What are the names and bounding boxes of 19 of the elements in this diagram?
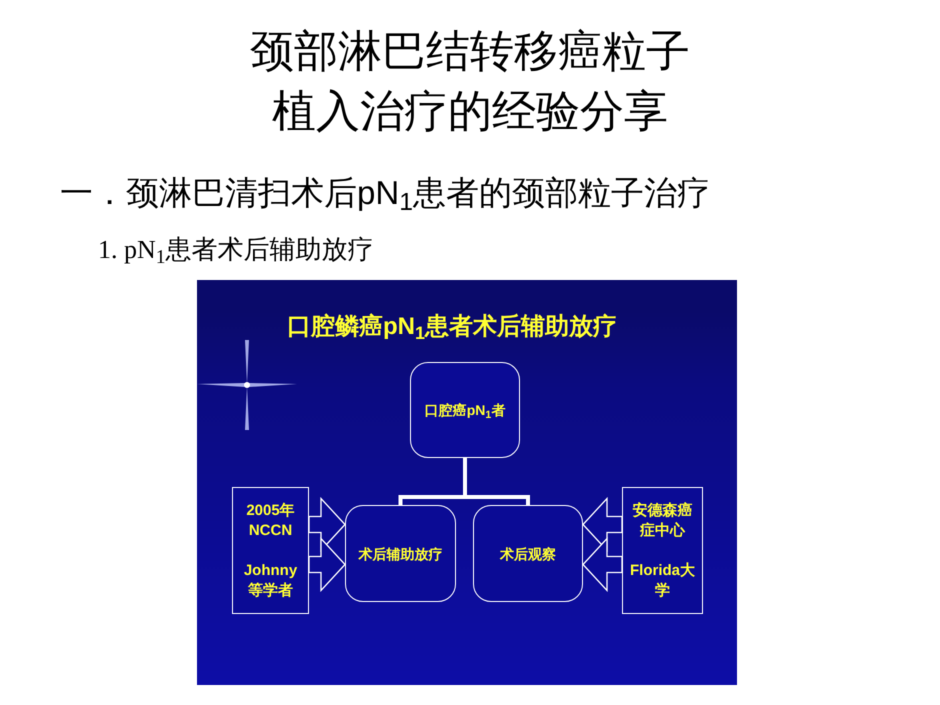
source-box (622, 487, 703, 614)
block-arrow (582, 536, 623, 592)
rounded-box (410, 362, 520, 458)
subheading: 1. pN$_{1}$患者术后辅助放疗 (98, 234, 374, 268)
section-heading: 一．颈淋巴清扫术后pN$_{1}$患者的颈部粒子治疗 (60, 173, 710, 216)
rounded-box (345, 505, 456, 602)
box-text: 术后辅助放疗 (358, 544, 442, 562)
box-text: Johnny等学者 (242, 560, 298, 600)
box-text: Florida大学 (628, 560, 696, 600)
block-arrow (308, 536, 346, 592)
source-box (232, 487, 309, 614)
title: 颈部淋巴结转移癌粒子植入治疗的经验分享 (249, 26, 691, 138)
slide-panel (197, 280, 737, 685)
slide-title: 口腔鳞癌pN$_{1}$患者术后辅助放疗 (287, 312, 618, 344)
rounded-box (473, 505, 583, 602)
box-text: 术后观察 (500, 544, 556, 562)
box-text: 2005年NCCN (245, 500, 296, 540)
box-text: 安德森癌症中心 (632, 500, 694, 540)
box-text: 口腔癌pN$_{1}$者 (424, 401, 506, 419)
